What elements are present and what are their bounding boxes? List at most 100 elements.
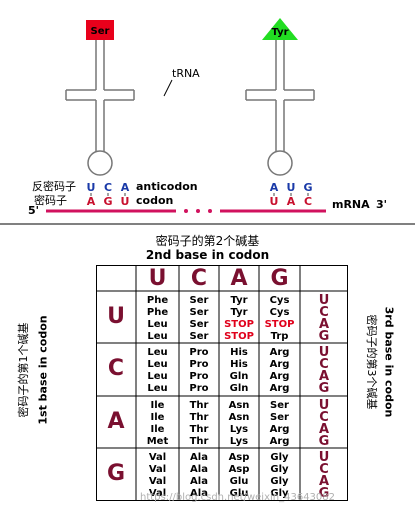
left-anticodon-2: C — [104, 181, 112, 194]
first-base-label-en: 1st base in codon — [36, 315, 50, 425]
amino-acid-cell: Tyr — [230, 295, 248, 306]
left-codon-3: U — [121, 195, 130, 208]
amino-acid-cell: His — [230, 359, 248, 370]
amino-acid-cell: Glu — [229, 488, 249, 499]
right-anticodon-2: U — [287, 181, 296, 194]
amino-acid-cell: Pro — [189, 383, 209, 394]
right-trna — [245, 40, 315, 176]
amino-acid-cell: Gly — [270, 452, 289, 463]
third-base-label-cn: 密码子的第3个碱基 — [365, 314, 378, 410]
amino-acid-cell: Ser — [189, 319, 209, 330]
first-base-a: A — [107, 409, 125, 434]
left-anticodon-1: U — [87, 181, 96, 194]
third-base-label-en: 3rd base in codon — [382, 306, 396, 418]
table-title-en: 2nd base in codon — [145, 248, 270, 262]
amino-acid-cell: Ser — [189, 295, 209, 306]
second-base-c: C — [190, 266, 208, 291]
amino-acid-cell: Arg — [269, 436, 290, 447]
amino-acid-cell: Asn — [228, 412, 250, 423]
right-anticodon-3: G — [303, 181, 312, 194]
third-base-letter: U — [318, 398, 330, 413]
tyr-amino-acid-triangle — [262, 18, 298, 40]
anticodon-cn-label: 反密码子 — [32, 179, 76, 193]
amino-acid-cell: Asp — [228, 464, 250, 475]
amino-acid-cell: Leu — [147, 331, 168, 342]
third-base-letter: C — [319, 410, 329, 425]
ser-amino-acid-box — [86, 20, 114, 40]
third-base-letter: G — [318, 381, 330, 396]
amino-acid-cell: Phe — [146, 295, 169, 306]
amino-acid-cell: Lys — [229, 436, 249, 447]
amino-acid-cell: Leu — [147, 383, 168, 394]
amino-acid-cell: Arg — [269, 383, 290, 394]
amino-acid-cell: Val — [148, 488, 167, 499]
amino-acid-cell: Arg — [269, 347, 290, 358]
third-base-letter: C — [319, 357, 329, 372]
right-anticodon-1: A — [270, 181, 279, 194]
ser-label: Ser — [91, 26, 110, 37]
first-base-c: C — [107, 356, 125, 381]
trna-diagram: Ser Tyr tRNA 反密码子 密码子 U C A A G U antico… — [0, 18, 415, 225]
amino-acid-cell: Ser — [270, 400, 289, 411]
amino-acid-cell: Cys — [269, 307, 290, 318]
third-base-letter: G — [318, 486, 330, 501]
amino-acid-cell: Ser — [189, 307, 209, 318]
amino-acid-cell: Thr — [189, 400, 209, 411]
second-base-u: U — [148, 266, 167, 291]
amino-acid-cell: Met — [146, 436, 169, 447]
amino-acid-cell: Ala — [190, 476, 208, 487]
codon-cn-label: 密码子 — [34, 193, 67, 207]
amino-acid-cell: Val — [148, 464, 167, 475]
amino-acid-cell: Leu — [147, 347, 168, 358]
amino-acid-cell: Pro — [189, 359, 209, 370]
table-title-cn: 密码子的第2个碱基 — [155, 234, 260, 248]
third-base-letter: U — [318, 345, 330, 360]
third-base-letter: A — [318, 369, 330, 384]
amino-acid-cell: Ser — [270, 412, 289, 423]
third-base-letter: G — [318, 329, 330, 344]
amino-acid-cell: Tyr — [230, 307, 248, 318]
amino-acid-cell: Arg — [269, 424, 290, 435]
trna-label: tRNA — [172, 67, 200, 80]
amino-acid-cell: Ala — [190, 452, 208, 463]
third-base-letter: G — [318, 434, 330, 449]
amino-acid-cell: Ile — [150, 424, 165, 435]
amino-acid-cell: Thr — [189, 412, 209, 423]
right-codon-2: A — [287, 195, 296, 208]
amino-acid-cell: Gly — [270, 476, 289, 487]
right-codon-3: C — [304, 195, 312, 208]
amino-acid-cell: STOP — [264, 319, 295, 330]
amino-acid-cell: His — [230, 347, 248, 358]
amino-acid-cell: Ala — [190, 464, 208, 475]
amino-acid-cell: Ile — [150, 400, 165, 411]
amino-acid-cell: Gln — [229, 383, 249, 394]
amino-acid-cell: Ile — [150, 412, 165, 423]
amino-acid-cell: Glu — [229, 476, 249, 487]
third-base-letter: A — [318, 474, 330, 489]
left-codon-1: A — [87, 195, 96, 208]
left-trna — [65, 40, 135, 176]
amino-acid-cell: Gly — [270, 464, 289, 475]
codon-en-label: codon — [136, 194, 173, 207]
left-codon-2: G — [103, 195, 112, 208]
anticodon-en-label: anticodon — [136, 180, 198, 193]
third-base-letter: C — [319, 462, 329, 477]
right-codon-1: U — [270, 195, 279, 208]
amino-acid-cell: Leu — [147, 319, 168, 330]
amino-acid-cell: Lys — [229, 424, 249, 435]
amino-acid-cell: Pro — [189, 347, 209, 358]
mrna-dots — [184, 209, 212, 213]
amino-acid-cell: Leu — [147, 359, 168, 370]
amino-acid-cell: Trp — [270, 331, 289, 342]
watermark: https://blog.csdn.net/weixin_43643082 — [140, 492, 336, 503]
three-prime-label: 3' — [376, 198, 387, 211]
amino-acid-cell: STOP — [224, 319, 254, 330]
amino-acid-cell: Gln — [229, 371, 249, 382]
amino-acid-cell: Arg — [269, 359, 290, 370]
codon-table-grid — [96, 265, 348, 501]
second-base-g: G — [270, 266, 289, 291]
first-base-label-cn: 密码子的第1个碱基 — [17, 322, 30, 418]
amino-acid-cell: Ser — [189, 331, 209, 342]
amino-acid-cell: Pro — [189, 371, 209, 382]
amino-acid-cell: Thr — [189, 424, 209, 435]
